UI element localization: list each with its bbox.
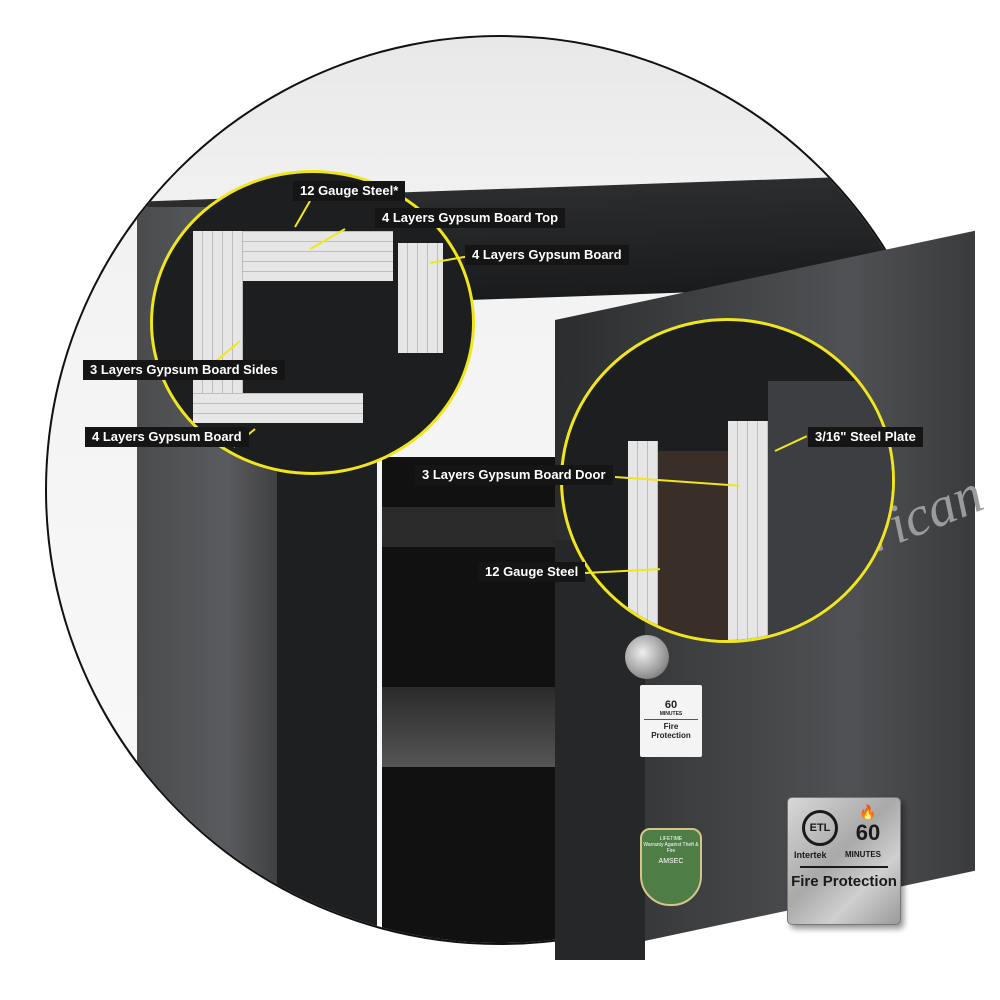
sticker-minutes-label: MINUTES xyxy=(659,711,683,717)
door-gypsum-right xyxy=(728,421,768,640)
certifier-name: Intertek xyxy=(794,850,827,860)
shield-line: AMSEC xyxy=(658,858,684,865)
shield-line: LIFETIME xyxy=(659,836,683,842)
badge-minutes: 60 xyxy=(855,820,881,845)
badge-divider xyxy=(800,866,888,868)
label-gypsum-board-bottom: 4 Layers Gypsum Board xyxy=(85,427,249,447)
sticker-minutes: 60 xyxy=(664,699,678,711)
label-12-gauge-steel-star: 12 Gauge Steel* xyxy=(293,181,406,201)
top-cutaway-inset xyxy=(150,170,475,475)
sticker-text: Fire Protection xyxy=(644,719,698,740)
label-gypsum-top: 4 Layers Gypsum Board Top xyxy=(375,208,566,228)
door-gypsum-left xyxy=(628,441,658,640)
label-gypsum-board-right: 4 Layers Gypsum Board xyxy=(465,245,629,265)
door-handle xyxy=(625,635,669,679)
badge-minutes-label: MINUTES xyxy=(845,850,881,859)
door-fire-sticker: 60 MINUTES Fire Protection xyxy=(640,685,702,757)
label-gypsum-door: 3 Layers Gypsum Board Door xyxy=(415,465,613,485)
door-steel-plate xyxy=(768,381,892,640)
gypsum-bottom-layers xyxy=(193,393,363,423)
fire-protection-badge: ETL Intertek 🔥 60 MINUTES Fire Protectio… xyxy=(787,797,901,925)
flame-icon: 🔥 xyxy=(859,804,877,820)
shield-line: Warranty Against Theft & Fire xyxy=(643,842,699,854)
label-12-gauge-steel: 12 Gauge Steel xyxy=(478,562,586,582)
safe-frame xyxy=(277,397,377,943)
gypsum-right-layers xyxy=(398,243,443,353)
warranty-shield: LIFETIME Warranty Against Theft & Fire A… xyxy=(640,828,702,906)
product-photo-circle xyxy=(45,35,955,945)
label-gypsum-sides: 3 Layers Gypsum Board Sides xyxy=(83,360,285,380)
label-steel-plate: 3/16" Steel Plate xyxy=(808,427,923,447)
etl-logo: ETL xyxy=(802,810,838,846)
badge-title: Fire Protection xyxy=(791,873,897,890)
